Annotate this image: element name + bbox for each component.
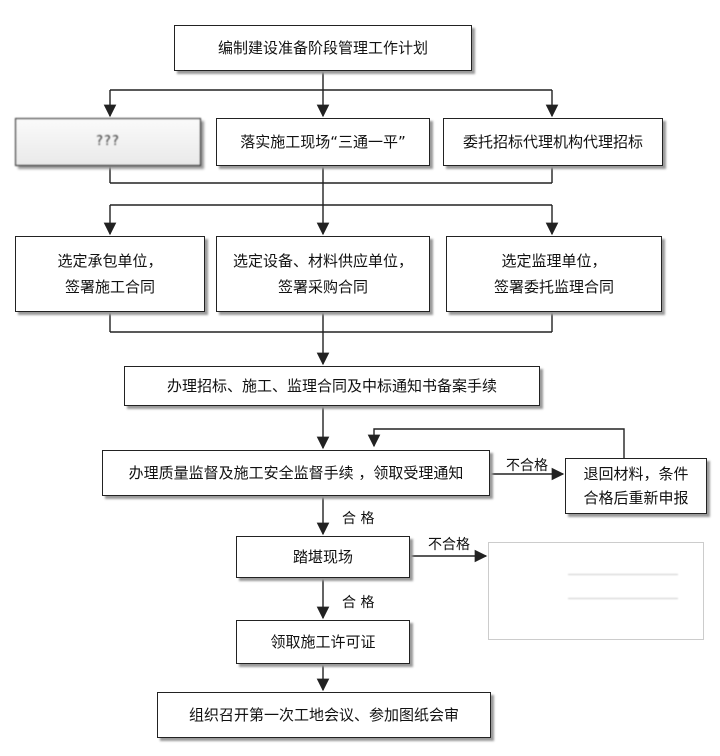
fail-label-1: 不合格: [506, 458, 548, 474]
supervisor-line-1: 选定监理单位，: [501, 252, 607, 270]
three-one-text: 落实施工现场“三通一平”: [240, 133, 406, 151]
return-line-2: 合格后重新申报: [583, 489, 689, 507]
faint-line-2: [568, 598, 678, 600]
filing-text: 办理招标、施工、监理合同及中标通知书备案手续: [166, 377, 497, 395]
permit-text: 领取施工许可证: [270, 633, 376, 651]
plan-text: 编制建设准备阶段管理工作计划: [217, 39, 428, 57]
supervisor-box: 选定监理单位， 签署委托监理合同: [446, 236, 662, 312]
pass-label-2: 合 格: [342, 595, 375, 611]
permit-box: 领取施工许可证: [236, 620, 410, 664]
pass-label-1: 合 格: [342, 511, 375, 527]
contractor-line-1: 选定承包单位，: [57, 252, 163, 270]
meeting-box: 组织召开第一次工地会议、参加图纸会审: [157, 692, 491, 738]
contractor-line-2: 签署施工合同: [64, 278, 155, 296]
three-one-box: 落实施工现场“三通一平”: [216, 118, 430, 166]
supervision-box: 办理质量监督及施工安全监督手续 ，领取受理通知: [102, 450, 490, 496]
supervision-text: 办理质量监督及施工安全监督手续 ，领取受理通知: [128, 464, 464, 482]
filing-box: 办理招标、施工、监理合同及中标通知书备案手续: [124, 366, 540, 406]
supervisor-line-2: 签署委托监理合同: [493, 278, 614, 296]
meeting-text: 组织召开第一次工地会议、参加图纸会审: [188, 706, 459, 724]
agency-box: 委托招标代理机构代理招标: [443, 118, 663, 166]
fail-label-2: 不合格: [428, 537, 470, 553]
blurred-left-box: ???: [15, 118, 201, 166]
blank-blurred-box: [488, 542, 704, 640]
site-box: 踏堪现场: [236, 536, 410, 578]
supplier-line-2: 签署采购合同: [277, 278, 368, 296]
return-line-1: 退回材料，条件: [583, 465, 689, 483]
faint-line-1: [568, 574, 678, 576]
agency-text: 委托招标代理机构代理招标: [462, 133, 643, 151]
plan-box: 编制建设准备阶段管理工作计划: [174, 25, 472, 71]
contractor-box: 选定承包单位， 签署施工合同: [15, 236, 205, 312]
supplier-box: 选定设备、材料供应单位， 签署采购合同: [216, 236, 430, 312]
site-text: 踏堪现场: [292, 548, 353, 566]
supplier-line-1: 选定设备、材料供应单位，: [232, 252, 413, 270]
blurred-left-text: ???: [96, 134, 120, 149]
return-box: 退回材料，条件 合格后重新申报: [565, 458, 707, 514]
